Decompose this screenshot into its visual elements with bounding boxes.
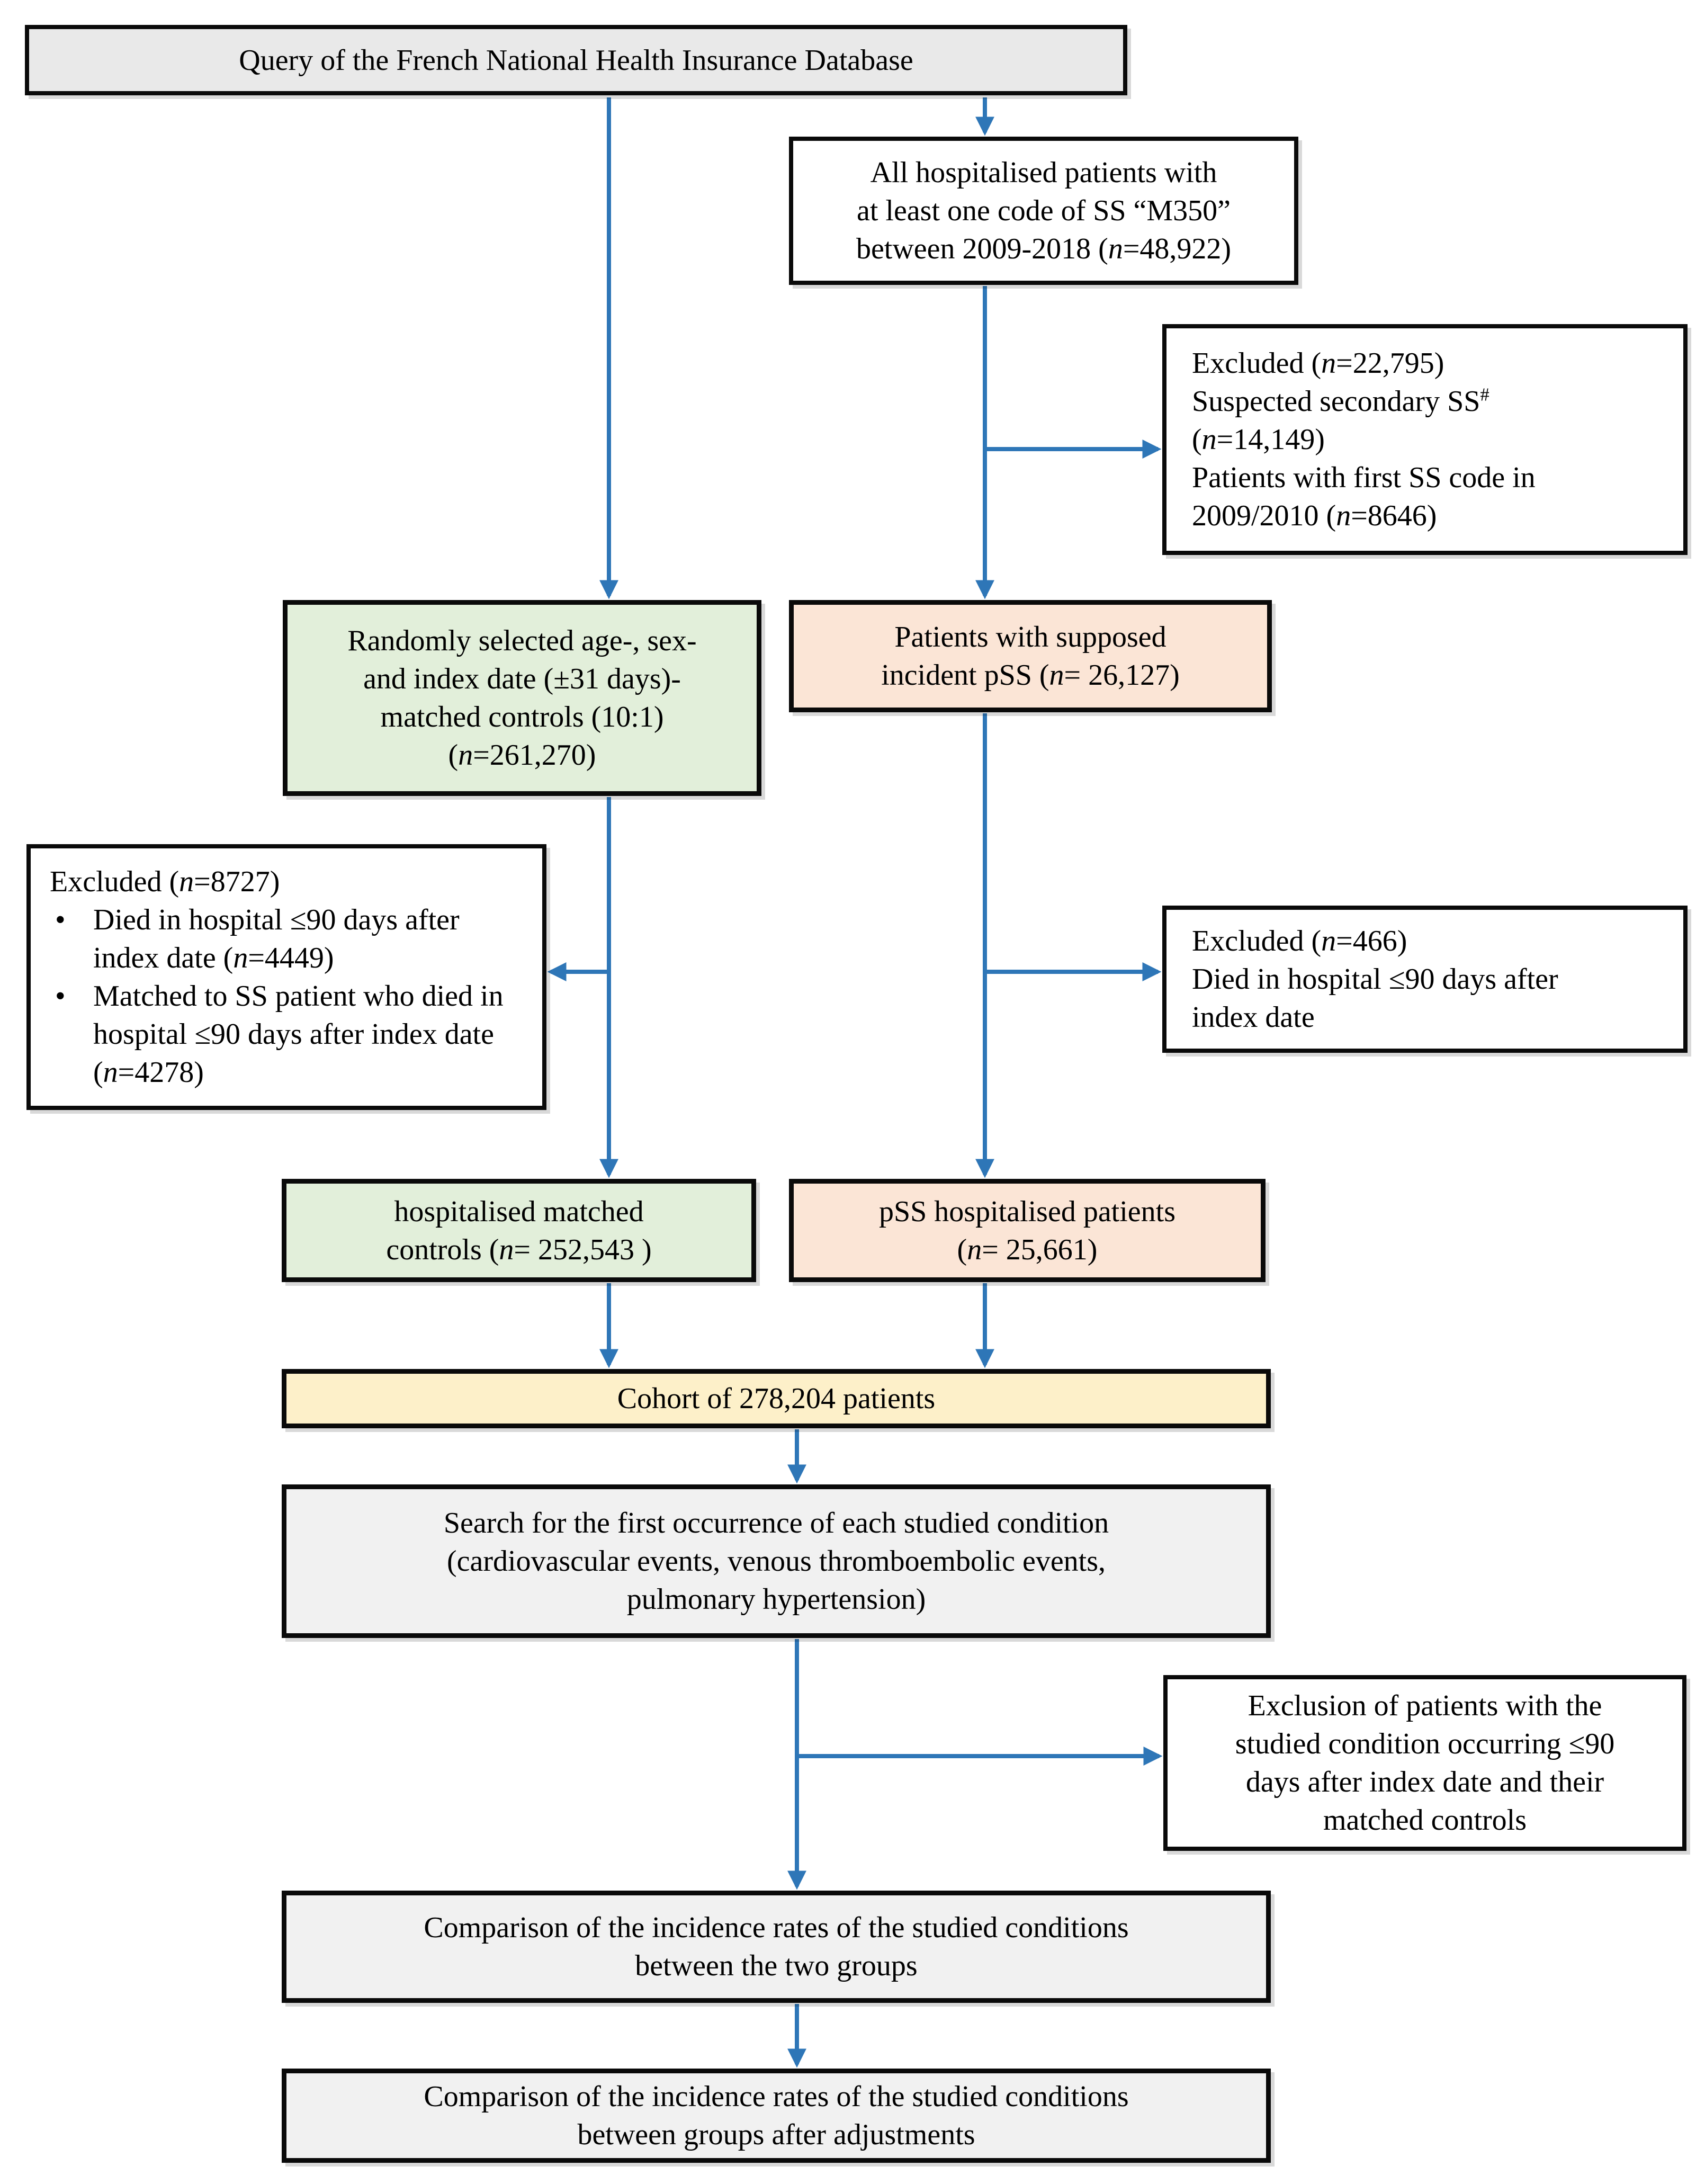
text-line: pulmonary hypertension)	[626, 1583, 926, 1616]
text-line: 2009/2010 (n=8646)	[1192, 499, 1437, 532]
text-line: (cardiovascular events, venous thromboem…	[446, 1545, 1106, 1578]
excluded-controls-bullet-list: Died in hospital ≤90 days after index da…	[50, 901, 516, 1091]
text-line: matched controls (10:1)	[380, 701, 664, 733]
text-line: Randomly selected age-, sex-	[347, 624, 697, 657]
text-line: Patients with first SS code in	[1192, 461, 1536, 494]
node-matched-controls: Randomly selected age-, sex-and index da…	[283, 600, 761, 796]
text-line: at least one code of SS “M350”	[856, 194, 1231, 227]
text-line: pSS hospitalised patients	[879, 1195, 1175, 1228]
text-line: Search for the first occurrence of each …	[443, 1507, 1109, 1539]
text-line: Cohort of 278,204 patients	[617, 1382, 936, 1415]
text-line: index date	[1192, 1001, 1315, 1034]
text-line: controls (n= 252,543 )	[386, 1233, 652, 1266]
text-line: Exclusion of patients with the	[1248, 1689, 1602, 1722]
node-incident-pss: Patients with supposed incident pSS (n= 2…	[789, 600, 1272, 712]
text-line: Comparison of the incidence rates of the…	[424, 1911, 1129, 1944]
text-line: Excluded (n=466)	[1192, 925, 1407, 957]
bullet-item: Died in hospital ≤90 days after index da…	[50, 901, 516, 977]
node-compare-incidence-adjusted: Comparison of the incidence rates of the…	[282, 2069, 1271, 2163]
node-excluded-controls: Excluded (n=8727) Died in hospital ≤90 d…	[26, 844, 546, 1110]
node-query-database: Query of the French National Health Insu…	[25, 25, 1127, 95]
text-line: matched controls	[1323, 1804, 1527, 1837]
text-line: between 2009-2018 (n=48,922)	[856, 232, 1232, 265]
node-excluded-pss: Excluded (n=466) Died in hospital ≤90 day…	[1162, 906, 1688, 1053]
node-exclusion-90days: Exclusion of patients with the studied co…	[1163, 1675, 1686, 1851]
bullet-item: Matched to SS patient who died in hospit…	[50, 977, 516, 1091]
node-compare-incidence-groups: Comparison of the incidence rates of the…	[282, 1891, 1271, 2003]
text-line: between the two groups	[635, 1949, 918, 1982]
text-line: Excluded (n=22,795)	[1192, 347, 1444, 380]
text-line: Patients with supposed	[894, 621, 1166, 654]
excluded-controls-heading: Excluded (n=8727)	[50, 865, 280, 898]
text-line: (n= 25,661)	[957, 1233, 1098, 1266]
text-line: hospitalised matched	[394, 1195, 644, 1228]
text-line: Query of the French National Health Insu…	[239, 43, 913, 77]
text-line: All hospitalised patients with	[870, 156, 1217, 189]
node-all-hospitalised-patients: All hospitalised patients with at least o…	[789, 137, 1298, 285]
text-line: between groups after adjustments	[577, 2118, 975, 2151]
text-line: Died in hospital ≤90 days after	[1192, 963, 1558, 996]
text-line: days after index date and their	[1245, 1766, 1604, 1798]
text-line: incident pSS (n= 26,127)	[881, 659, 1180, 692]
text-line: studied condition occurring ≤90	[1235, 1727, 1615, 1760]
node-search-conditions: Search for the first occurrence of each …	[282, 1484, 1271, 1638]
text-line: Suspected secondary SS#	[1192, 384, 1489, 418]
text-line: (n=261,270)	[448, 739, 596, 772]
text-line: (n=14,149)	[1192, 423, 1325, 456]
node-hospitalised-matched-controls: hospitalised matched controls (n= 252,543…	[282, 1179, 756, 1282]
text-line: Comparison of the incidence rates of the…	[424, 2080, 1129, 2113]
node-cohort: Cohort of 278,204 patients	[282, 1369, 1271, 1428]
text-line: and index date (±31 days)-	[363, 663, 681, 695]
node-pss-hospitalised-patients: pSS hospitalised patients (n= 25,661)	[789, 1179, 1266, 1282]
node-excluded-initial: Excluded (n=22,795) Suspected secondary S…	[1162, 324, 1688, 555]
